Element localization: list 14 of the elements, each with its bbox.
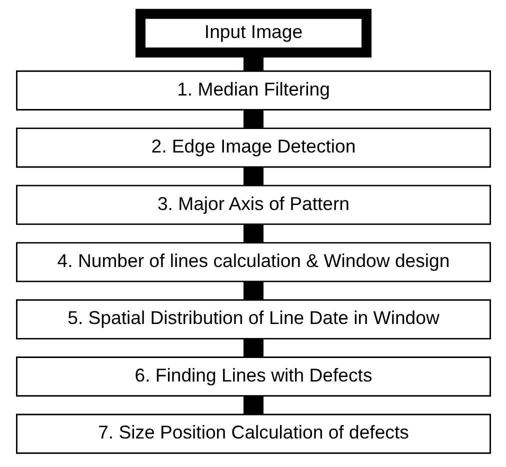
connector bbox=[242, 396, 264, 414]
node-box: Input Image bbox=[134, 8, 372, 58]
node-box: 7. Size Position Calculation of defects bbox=[16, 414, 490, 454]
node-box: 5. Spatial Distribution of Line Date in Window bbox=[16, 299, 490, 340]
connector bbox=[242, 110, 264, 128]
connector bbox=[242, 339, 264, 358]
node-box: 6. Finding Lines with Defects bbox=[16, 356, 490, 397]
node-box: 4. Number of lines calculation & Window design bbox=[16, 242, 490, 282]
node-box: 3. Major Axis of Pattern bbox=[16, 184, 490, 225]
node-box: 1. Median Filtering bbox=[16, 70, 490, 110]
node-box: 2. Edge Image Detection bbox=[16, 128, 490, 168]
connector bbox=[242, 168, 264, 186]
connector bbox=[242, 224, 264, 243]
connector bbox=[242, 282, 264, 300]
